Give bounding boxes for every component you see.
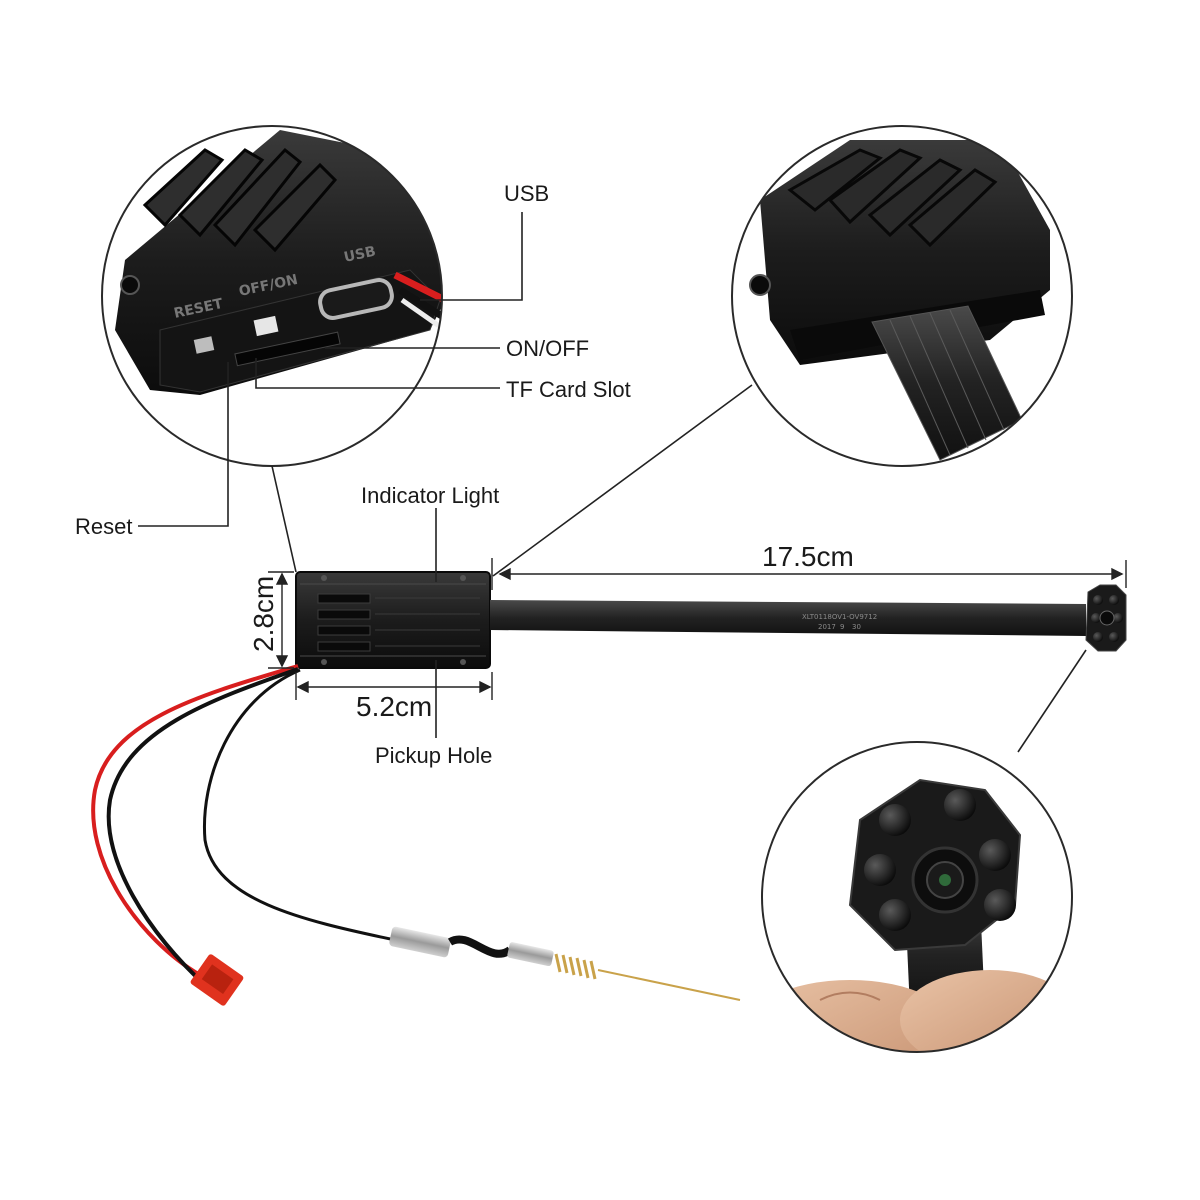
zoom-circle-camera — [761, 741, 1073, 1053]
label-indicator-light: Indicator Light — [361, 483, 499, 508]
antenna — [389, 926, 741, 1001]
power-wires — [91, 664, 396, 987]
pcb-date-month: 9 — [840, 623, 844, 631]
dim-cable-length: 17.5cm — [762, 541, 854, 572]
marking-usb: USB — [343, 244, 378, 266]
jst-connector — [190, 954, 244, 1006]
dvr-module — [295, 571, 491, 669]
zoom-circle-ribbon-exit — [731, 125, 1073, 467]
label-on-off: ON/OFF — [506, 336, 589, 361]
camera-head — [1085, 584, 1127, 652]
leader-lines — [138, 212, 1087, 753]
label-pickup-hole: Pickup Hole — [375, 743, 492, 768]
ribbon-cable: XLT0118OV1-OV9712 2017 9 30 — [490, 600, 1086, 636]
pcb-code: XLT0118OV1-OV9712 — [802, 613, 877, 621]
pcb-date-year: 2017 — [818, 623, 836, 631]
dim-module-height: 2.8cm — [248, 576, 279, 652]
label-tf-card-slot: TF Card Slot — [506, 377, 631, 402]
label-reset: Reset — [75, 514, 132, 539]
label-usb: USB — [504, 181, 549, 206]
dim-module-width: 5.2cm — [356, 691, 432, 722]
pcb-date-day: 30 — [852, 623, 861, 631]
dimension-lines — [268, 558, 1127, 700]
zoom-circle-ports: RESET OFF/ON USB — [101, 125, 443, 467]
